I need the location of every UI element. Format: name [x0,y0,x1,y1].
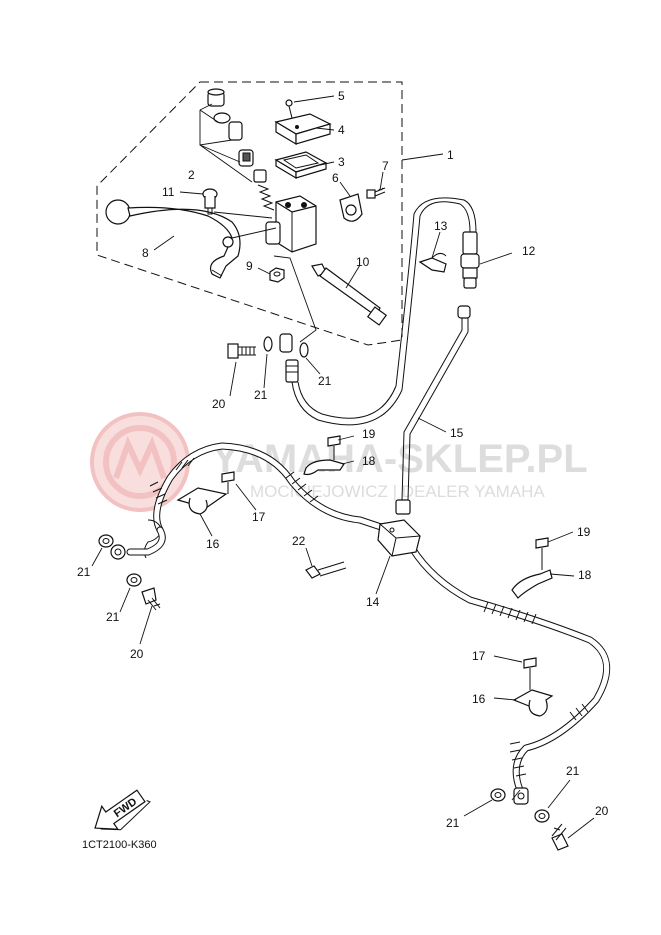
lower-left-washer-a [98,534,114,548]
cap-screw [285,99,293,119]
lever-pivot-bolt [202,188,218,215]
callout-3: 3 [338,155,345,169]
yamaha-logo-icon [90,412,190,512]
watermark-sub-text: MOCICIEJOWICZ | DEALER YAMAHA [250,482,545,501]
callout-22: 22 [292,534,306,548]
upper-washer-left [263,336,273,352]
brake-lever [105,199,241,279]
callout-21d: 21 [106,610,120,624]
left-banjo-fitting [110,544,126,560]
upper-leaders [153,95,444,343]
upper-hose-fitting [279,333,299,383]
reservoir-diaphragm [274,151,328,180]
clamp-screw-lower [523,657,537,690]
callout-21b: 21 [318,374,332,388]
holder-bolt [366,187,386,199]
lower-right-washer-a [490,788,506,802]
fwd-arrow-icon: FWD [94,789,151,831]
callout-21e: 21 [446,816,460,830]
brake-pipe [395,305,471,515]
callout-18b: 18 [578,568,592,582]
callout-11: 11 [162,185,175,199]
guide-screw-right [535,537,549,570]
callout-13: 13 [434,219,448,233]
callout-15: 15 [450,426,464,440]
lower-right-washer-b [534,809,550,823]
callout-labels: 1 2 3 4 5 6 7 8 9 10 11 12 13 14 15 16 1… [77,89,609,830]
callout-9: 9 [246,259,253,273]
lever-nut [269,267,285,283]
callout-21f: 21 [566,764,580,778]
holder-clamp [339,193,363,222]
master-cylinder-body [265,195,317,253]
upper-hose [291,201,471,426]
callout-19a: 19 [362,427,376,441]
callout-1: 1 [447,148,454,162]
assembly-boundary [96,81,403,346]
joint-bolt [305,561,347,579]
callout-18a: 18 [362,454,376,468]
callout-16a: 16 [206,537,220,551]
right-banjo-fitting [513,787,529,805]
lower-left-washer-b [126,573,142,587]
callout-12: 12 [522,244,536,258]
hose-clamp-upper [176,487,228,515]
clamp-screw-upper [221,471,235,494]
callout-6: 6 [332,171,339,185]
callout-21a: 21 [254,388,268,402]
callout-20b: 20 [130,647,144,661]
hose-clamp-lower [512,689,554,717]
lower-right-banjo-bolt [551,823,569,851]
callout-21c: 21 [77,565,91,579]
piston-kit-parts [199,88,275,211]
hose-guide-right [511,569,553,599]
callout-4: 4 [338,123,345,137]
callout-20a: 20 [212,397,226,411]
callout-8: 8 [142,246,149,260]
lower-leaders [91,231,595,839]
hose-guide-upper [303,459,345,476]
hose-clip-13 [418,252,447,273]
watermark: YAMAHA-SKLEP.PL MOCICIEJOWICZ | DEALER Y… [90,412,588,512]
main-hose-right [408,544,611,794]
callout-10: 10 [356,255,370,269]
callout-16b: 16 [472,692,486,706]
callout-7: 7 [382,159,389,173]
callout-20c: 20 [595,804,609,818]
upper-banjo-bolt [227,343,256,359]
callout-17a: 17 [252,510,266,524]
callout-2: 2 [188,168,195,182]
guide-screw-upper [327,435,341,460]
callout-5: 5 [338,89,345,103]
lower-left-banjo-bolt [141,587,161,611]
callout-14: 14 [366,595,380,609]
upper-washer-right [299,342,309,358]
brake-switch [311,263,388,326]
diagram-code: 1CT2100-K360 [82,839,157,851]
callout-17b: 17 [472,649,486,663]
callout-19b: 19 [577,525,591,539]
hose-protectors [143,457,589,777]
reference-mark [511,789,521,801]
hose-fitting-12 [460,231,480,289]
brake-hose-joint [377,519,421,557]
